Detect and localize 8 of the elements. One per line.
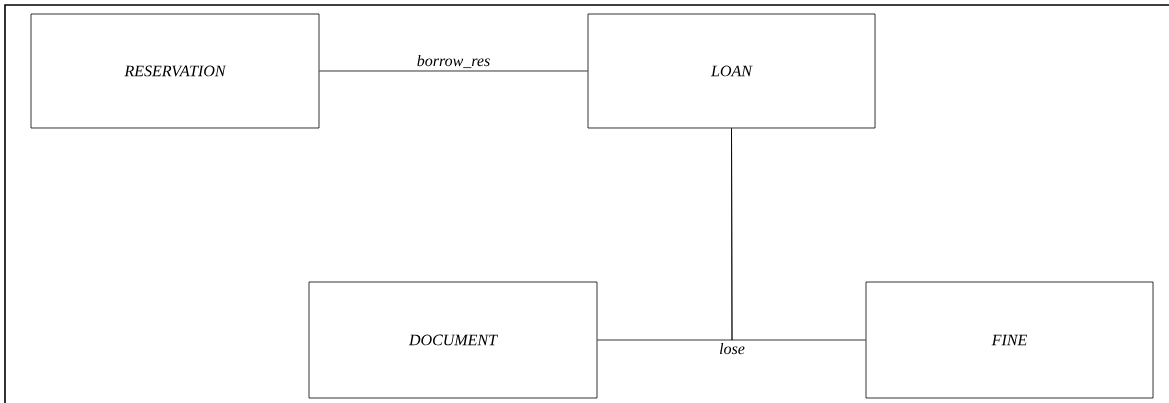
connector-line xyxy=(319,70,588,72)
edge-label: borrow_res xyxy=(417,54,490,69)
connector-line xyxy=(731,128,866,341)
entity-box: RESERVATION xyxy=(30,13,320,129)
entity-box: FINE xyxy=(865,281,1154,399)
entity-box: LOAN xyxy=(587,13,876,129)
entity-box: DOCUMENT xyxy=(308,281,598,399)
edge-label: lose xyxy=(720,342,745,355)
